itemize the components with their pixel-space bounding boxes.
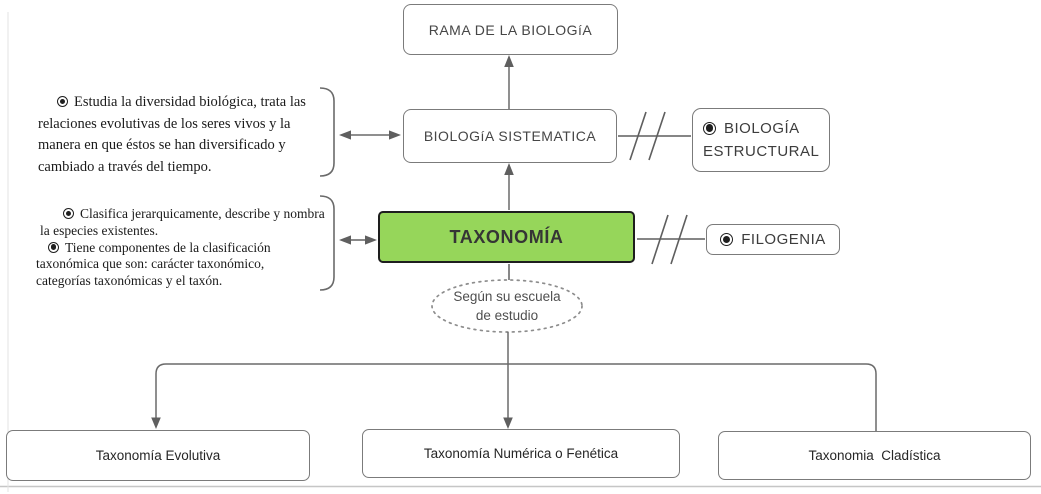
arrowhead-right-2: [365, 235, 377, 245]
annotation-line: manera en que éstos se han diversificado…: [38, 135, 338, 157]
bracket-annotation-sistematica: [319, 87, 335, 177]
estructural-line1: BIOLOGÍA: [703, 117, 819, 140]
node-biologia-estructural: BIOLOGÍA ESTRUCTURAL: [692, 108, 830, 172]
fisheye-bullet-icon: [720, 233, 734, 246]
annotation-line: Clasifica jerarquicamente, describe y no…: [36, 206, 340, 223]
node-label-estructural-2: ESTRUCTURAL: [703, 143, 820, 160]
annotation-text: cambiado a través del tiempo.: [38, 158, 212, 175]
bracket-annotation-taxonomia: [319, 195, 335, 291]
node-taxonomia-numerica: Taxonomía Numérica o Fenética: [362, 429, 680, 478]
node-label-taxonomia: TAXONOMÍA: [449, 226, 564, 247]
annotation-text: Tiene componentes de la clasificación: [65, 239, 271, 255]
annotation-line: Estudia la diversidad biológica, trata l…: [38, 92, 338, 114]
broken-link-sistematica-estructural: [618, 111, 691, 161]
annotation-biologia-sistematica: Estudia la diversidad biológica, trata l…: [38, 92, 338, 178]
escuela-line2: de estudio: [475, 308, 539, 323]
annotation-line: taxonómica que son: carácter taxonómico,: [36, 256, 340, 273]
annotation-line: Tiene componentes de la clasificación: [36, 240, 340, 257]
arrowhead-up-sistematica: [504, 163, 514, 175]
annotation-text: Clasifica jerarquicamente, describe y no…: [80, 206, 325, 221]
fisheye-bullet-icon: [57, 96, 68, 107]
annotation-line: la especies existentes.: [36, 223, 340, 240]
arrowhead-up-rama: [504, 55, 514, 67]
fisheye-bullet-icon: [703, 121, 716, 135]
node-taxonomia-cladistica: Taxonomia Cladística: [718, 431, 1031, 480]
arrowhead-down-numerica: [503, 417, 513, 429]
annotation-text: manera en que éstos se han diversificado…: [38, 137, 286, 153]
escuela-line1: Según su escuela: [453, 289, 561, 304]
node-taxonomia: TAXONOMÍA: [378, 211, 635, 263]
tree-branch-path: [155, 363, 877, 432]
node-label-filogenia: FILOGENIA: [741, 231, 826, 248]
fisheye-bullet-icon: [48, 241, 59, 253]
annotation-text: Estudia la diversidad biológica, trata l…: [74, 94, 306, 110]
node-label-sistematica: BIOLOGíA SISTEMATICA: [423, 128, 597, 144]
node-label-cladistica: Taxonomia Cladística: [808, 448, 941, 463]
annotation-text: relaciones evolutivas de los seres vivos…: [38, 115, 291, 132]
node-filogenia: FILOGENIA: [706, 224, 840, 255]
broken-link-taxonomia-filogenia: [637, 214, 705, 265]
node-label-rama: RAMA DE LA BIOLOGíA: [428, 21, 593, 38]
arrowhead-down-evolutiva: [151, 417, 161, 429]
arrowhead-left-2: [339, 235, 351, 245]
annotation-line: cambiado a través del tiempo.: [38, 157, 338, 179]
annotation-line: categorías taxonómicas y el taxón.: [36, 273, 340, 290]
node-label-evolutiva: Taxonomía Evolutiva: [95, 448, 221, 463]
node-label-estructural-1: BIOLOGÍA: [724, 120, 800, 137]
node-rama-de-la-biologia: RAMA DE LA BIOLOGíA: [403, 4, 618, 55]
node-taxonomia-evolutiva: Taxonomía Evolutiva: [6, 430, 310, 481]
fisheye-bullet-icon: [63, 208, 74, 219]
node-label-numerica: Taxonomía Numérica o Fenética: [423, 446, 619, 461]
annotation-taxonomia: Clasifica jerarquicamente, describe y no…: [36, 206, 340, 290]
annotation-text: taxonómica que son: carácter taxonómico,: [36, 256, 265, 272]
node-biologia-sistematica: BIOLOGíA SISTEMATICA: [403, 109, 617, 163]
arrowhead-left-1: [339, 130, 351, 140]
annotation-line: relaciones evolutivas de los seres vivos…: [38, 114, 338, 136]
annotation-text: categorías taxonómicas y el taxón.: [36, 273, 223, 289]
arrowhead-right-1: [389, 130, 401, 140]
node-segun-su-escuela: Según su escuela de estudio: [432, 287, 582, 325]
school-ellipse-shape: [431, 279, 583, 333]
annotation-text: la especies existentes.: [40, 222, 159, 238]
